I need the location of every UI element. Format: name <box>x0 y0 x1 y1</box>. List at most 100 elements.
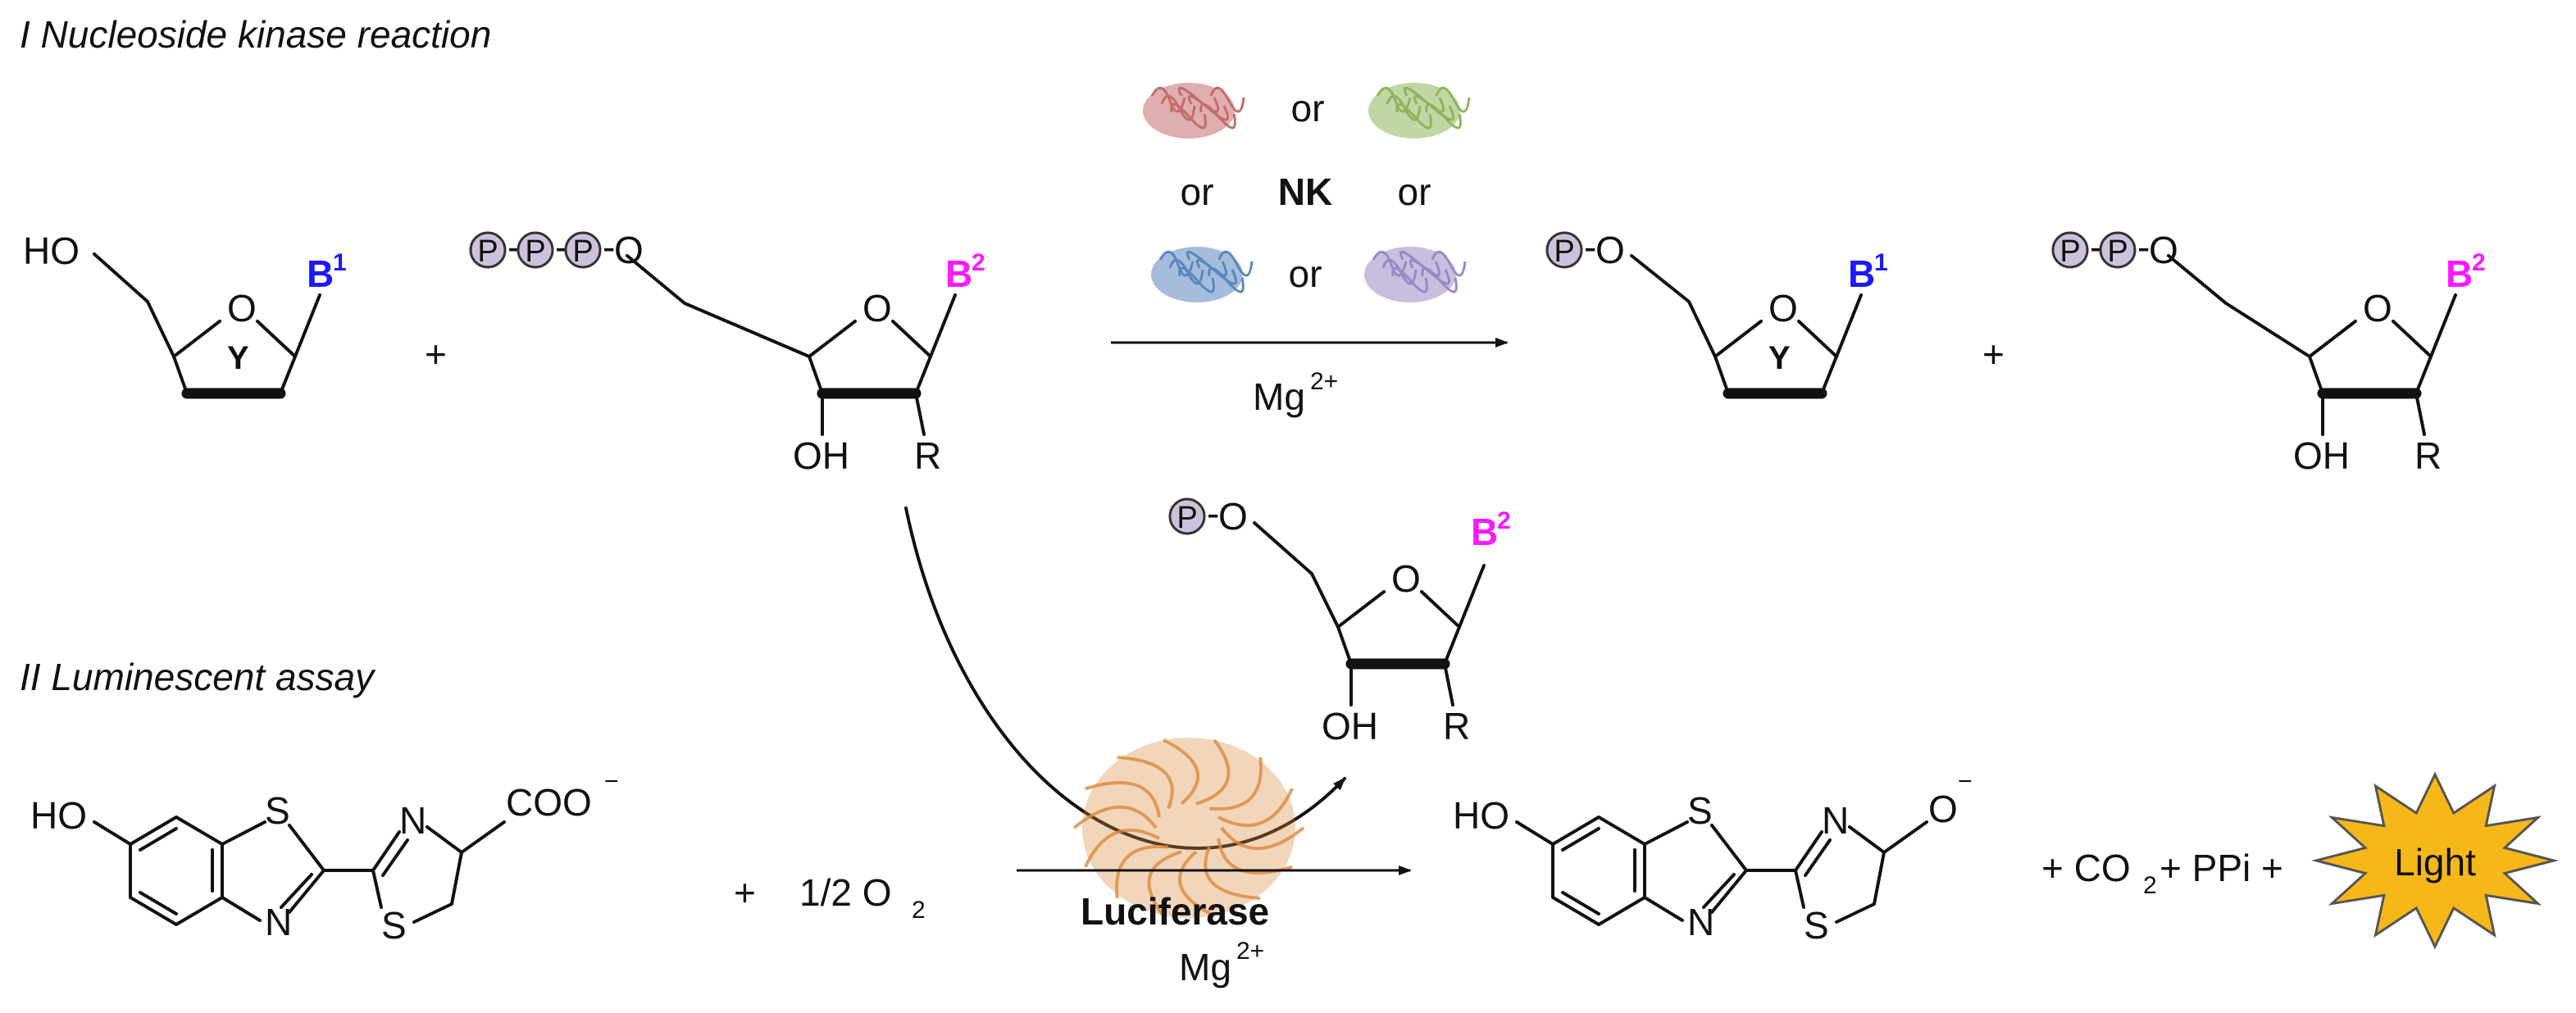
ho-bond <box>93 820 132 846</box>
thiazole-bond <box>288 824 325 914</box>
ch2-bond <box>1253 521 1340 629</box>
base-b2-label-sup: 2 <box>1497 507 1511 534</box>
ho-bond <box>1515 820 1554 846</box>
ch2-bond <box>2167 254 2311 358</box>
ring-right-bond <box>891 320 932 395</box>
base-bond <box>2429 293 2457 358</box>
luciferase-label: Luciferase <box>1081 890 1269 933</box>
plus-1: + <box>425 333 447 375</box>
thiazole-bond <box>221 896 262 922</box>
mg-superscript: 2+ <box>1310 368 1338 395</box>
luciferase-strand <box>1204 846 1261 900</box>
base-b1-label-sup: 1 <box>1874 249 1888 276</box>
enzyme-red-icon-strand <box>1187 95 1229 121</box>
n-label: N <box>399 799 426 842</box>
base-bond <box>1458 564 1486 629</box>
oxo-bond <box>1882 820 1928 854</box>
luciferase-strand <box>1195 738 1231 806</box>
ring-oxygen-label: O <box>862 287 892 329</box>
phosphate-p-label: P <box>477 234 498 269</box>
monophosphate-chain: P-O <box>1168 492 1248 538</box>
enzyme-red-icon-strand <box>1199 103 1236 129</box>
section-title-luminescent: II Luminescent assay <box>20 656 376 698</box>
ring-left-bond <box>1336 590 1386 665</box>
enzyme-red-icon <box>1143 83 1245 139</box>
enzyme-blue-icon-strand <box>1195 259 1237 285</box>
plus-sign: + <box>734 871 756 914</box>
enzyme-purple-icon-strand <box>1409 259 1450 285</box>
enzyme-red-icon-strand <box>1160 95 1196 121</box>
phosphate-link: - <box>1207 492 1219 534</box>
enzyme-green-icon-strand <box>1413 95 1454 121</box>
phosphate-link: - <box>507 225 520 268</box>
benzene-ring <box>129 815 224 926</box>
thiazole-bond <box>1710 824 1748 914</box>
oh-label: OH <box>2293 434 2350 477</box>
co2-subscript: 2 <box>2143 872 2157 899</box>
enzyme-purple-icon <box>1364 247 1467 302</box>
r-bond <box>1443 662 1454 706</box>
ring-oxygen-label: O <box>2363 287 2392 329</box>
carboxylate-label: COO <box>506 781 592 824</box>
or-label-4: or <box>1289 252 1322 295</box>
thiazole-bond <box>1643 896 1684 922</box>
phosphate-o-label: O <box>1218 495 1248 538</box>
benzene-ring <box>1551 815 1646 926</box>
base-bond <box>1835 293 1863 358</box>
light-burst-shape <box>2311 771 2559 950</box>
ch2-bond <box>1630 254 1717 358</box>
phosphate-o-label: O <box>1595 229 1625 271</box>
thiazoline-bond <box>412 825 463 924</box>
thiazoline-double-bond <box>1804 838 1832 877</box>
thiazole-bond <box>1643 820 1689 846</box>
enzyme-green-icon-strand <box>1425 103 1462 129</box>
benzene-inner-bond <box>139 891 178 915</box>
base-b2-label: B <box>1471 511 1498 553</box>
enzyme-blue-icon <box>1151 247 1254 302</box>
thiazole-double-bond <box>1702 873 1736 909</box>
phosphate-link: - <box>1584 225 1596 268</box>
luciferase-strand <box>1084 828 1160 868</box>
phosphate-circle-icon <box>1545 231 1583 269</box>
phosphate-link: - <box>555 225 567 268</box>
hydroxyl-label: HO <box>1453 794 1509 837</box>
base-b2-label: B <box>2446 252 2473 295</box>
ring-oxygen-label: O <box>1768 287 1798 329</box>
r-bond <box>2414 392 2426 436</box>
n-label: N <box>265 901 292 943</box>
nk-label: NK <box>1278 170 1332 213</box>
triphosphate-chain: P-P-P-O <box>469 225 644 271</box>
ch2-bond <box>93 252 175 358</box>
ring-right-bond <box>256 320 297 395</box>
benzene-inner-bond <box>1561 827 1600 852</box>
oxygen-label: O <box>1928 788 1958 830</box>
co2-label: + CO <box>2041 847 2131 889</box>
r-label: R <box>914 434 941 477</box>
light-burst-icon: Light <box>2311 771 2559 950</box>
thiazoline-bond <box>1835 825 1886 924</box>
carboxyl-bond <box>460 820 506 854</box>
oh-label: OH <box>1322 705 1378 747</box>
phosphate-circle-icon <box>2051 231 2089 269</box>
base-b1-label-sup: 1 <box>333 249 347 276</box>
enzyme-blue-icon-strand <box>1217 251 1254 277</box>
enzyme-purple-icon-strand <box>1421 267 1458 293</box>
s-label: S <box>1687 789 1713 832</box>
luciferase-strand <box>1208 756 1263 811</box>
phosphate-p-label: P <box>1176 501 1197 535</box>
luciferase-strand <box>1117 756 1174 810</box>
enzyme-green-icon <box>1368 83 1471 139</box>
ring-left-bond <box>808 320 857 395</box>
plus-sign: + <box>1982 333 2005 375</box>
enzyme-blue-icon-strand <box>1168 259 1204 285</box>
thiazoline-bond <box>1794 869 1805 909</box>
base-bond <box>294 293 321 358</box>
ring-right-bond <box>2392 320 2433 395</box>
mg-label: Mg <box>1253 375 1305 418</box>
mg-superscript: 2+ <box>1236 938 1264 965</box>
luciferase-strand <box>1147 850 1182 917</box>
